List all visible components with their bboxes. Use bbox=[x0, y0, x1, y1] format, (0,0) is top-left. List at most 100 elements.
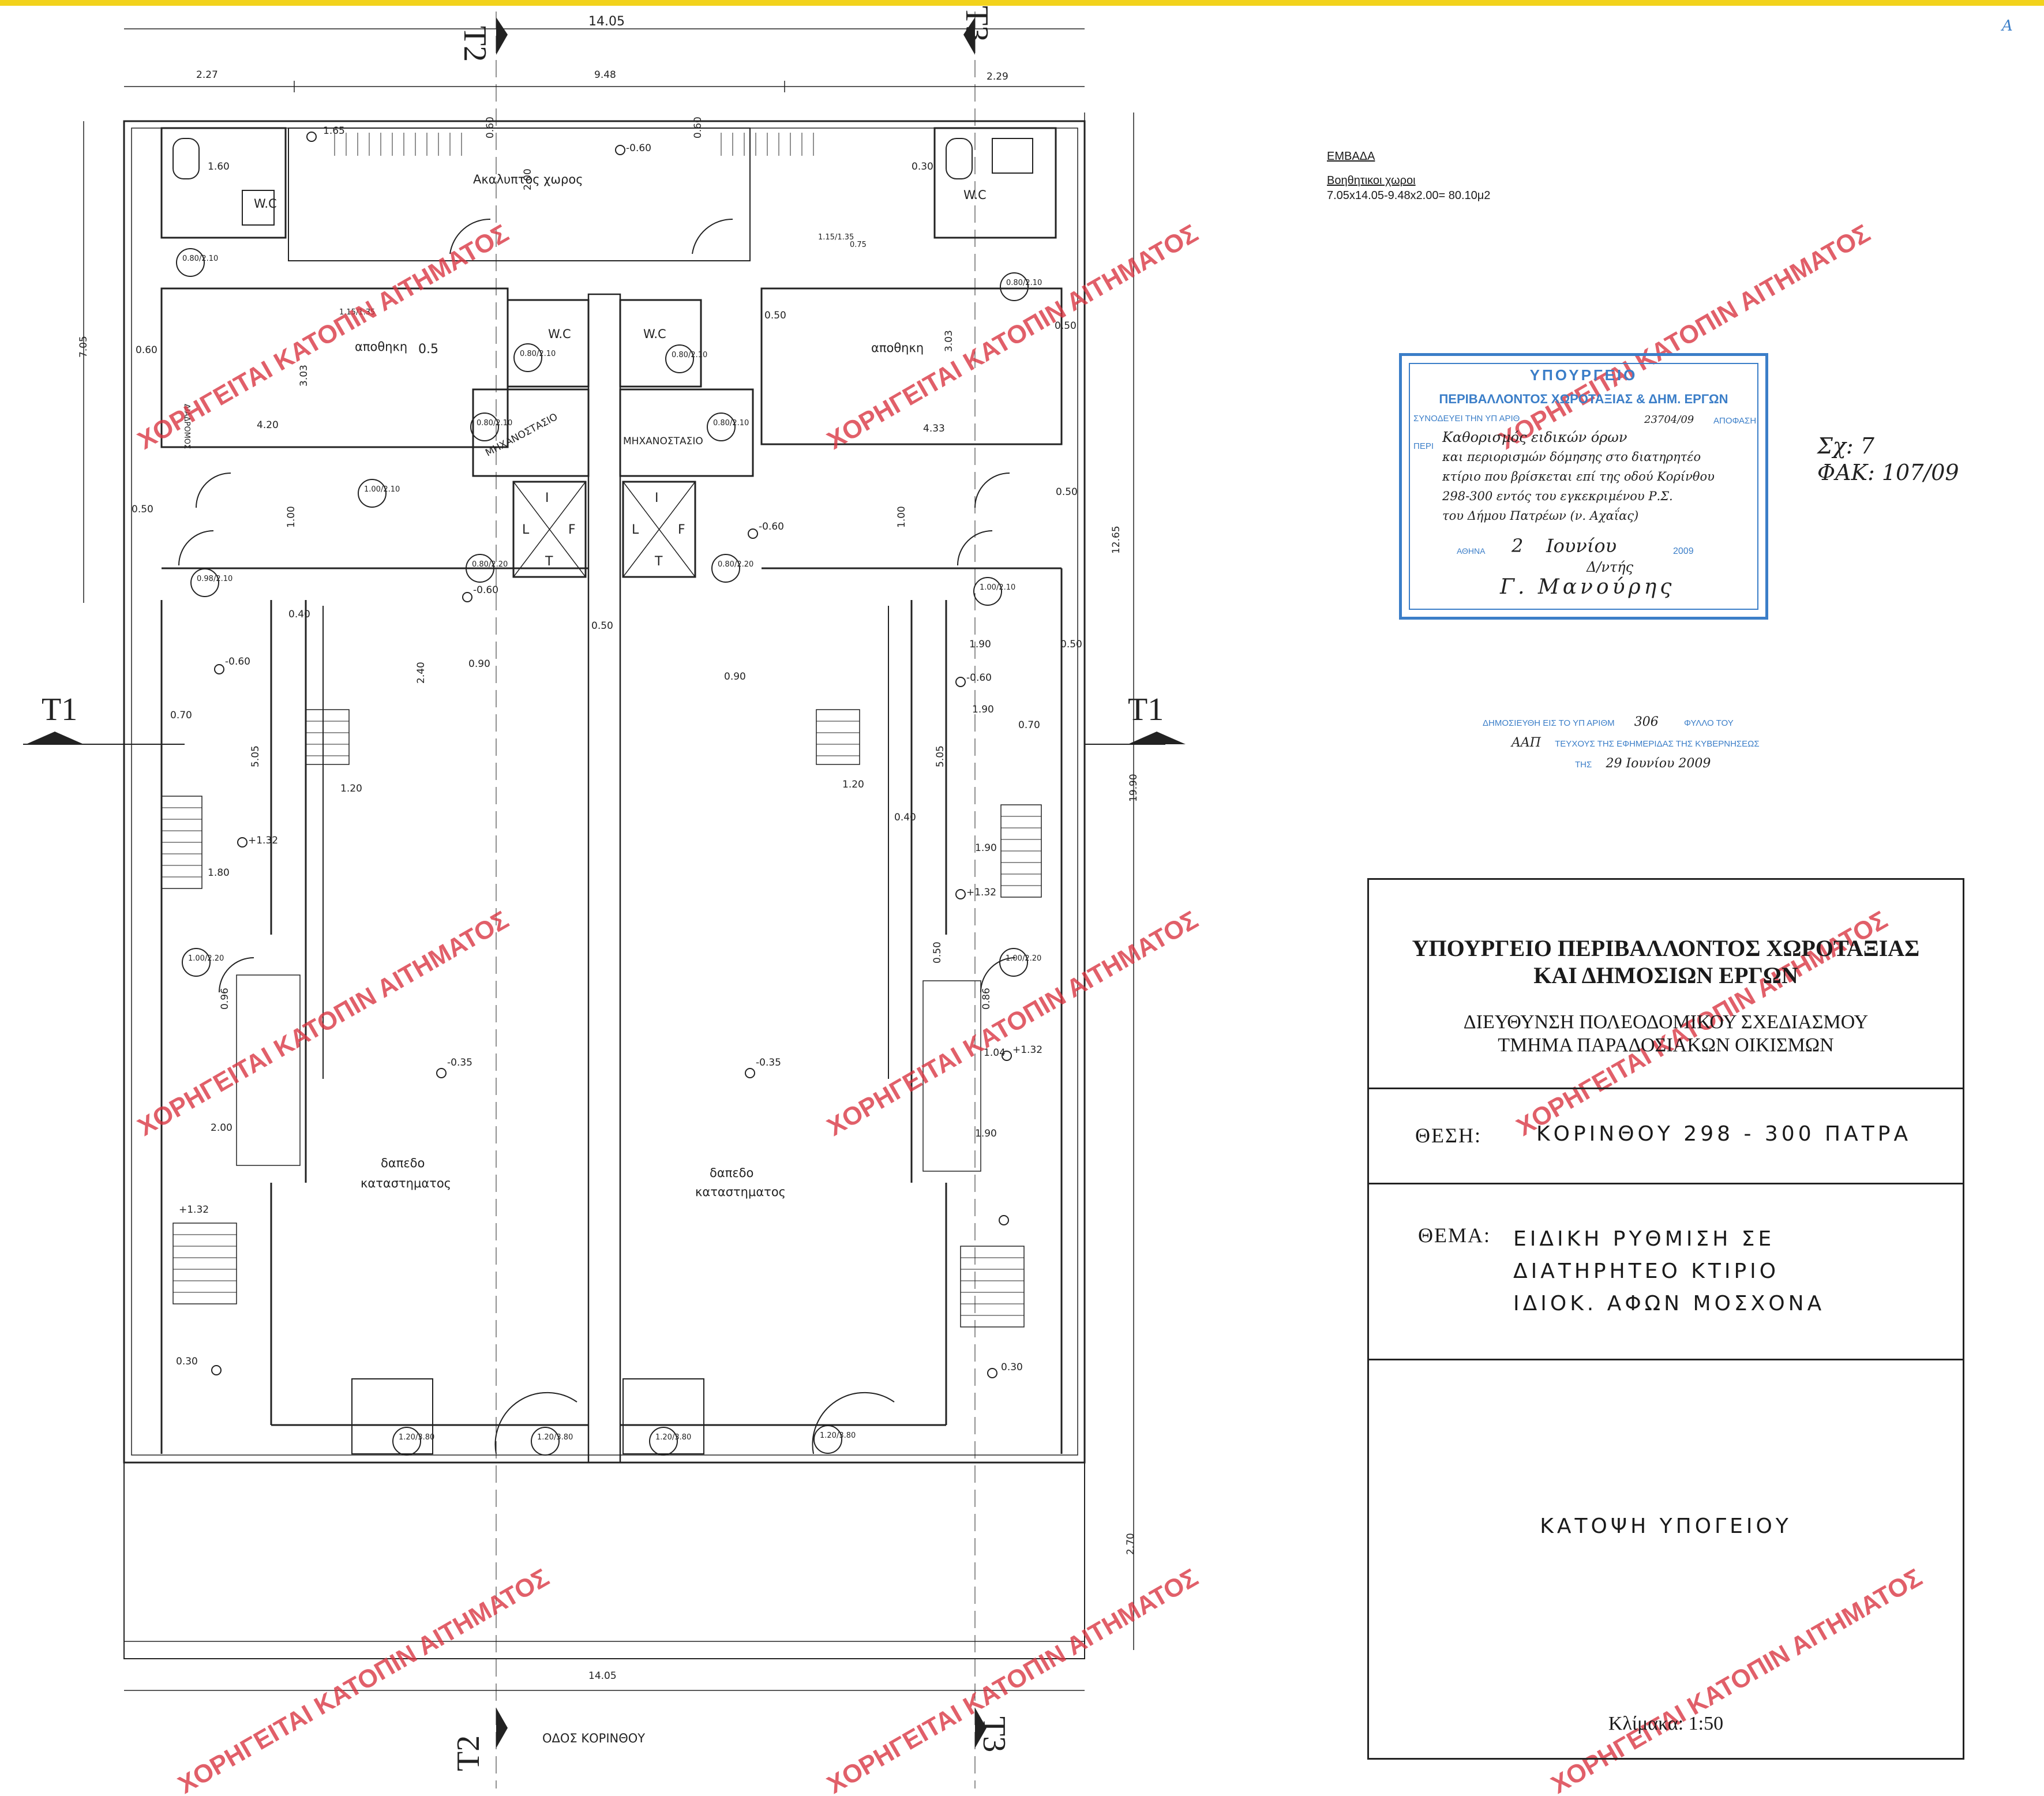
title-location-section: ΘΕΣΗ: ΚΟΡΙΝΘΟΥ 298 - 300 ΠΑΤΡΑ bbox=[1369, 1088, 1963, 1184]
inner-dim: 1.65 bbox=[323, 125, 345, 137]
stamp-dept: ΠΕΡΙΒΑΛΛΟΝΤΟΣ ΧΩΡΟΤΑΞΙΑΣ & ΔΗΜ. ΕΡΓΩΝ bbox=[1439, 392, 1728, 406]
inner-dim: 0.60 bbox=[136, 344, 157, 356]
inner-dim: 1.90 bbox=[975, 1128, 997, 1139]
inner-dim: 2.40 bbox=[415, 662, 427, 684]
inner-dim: 1.90 bbox=[972, 704, 994, 715]
level-mark: +1.32 bbox=[179, 1204, 209, 1216]
room-wc-mid-left: W.C bbox=[548, 327, 571, 341]
inner-dim: 1.00 bbox=[896, 506, 907, 528]
level-mark: -0.60 bbox=[225, 656, 250, 668]
stamp-hw-line: 298-300 εντός του εγκεκριμένου Ρ.Σ. bbox=[1442, 489, 1673, 503]
inner-dim: 5.05 bbox=[250, 745, 261, 767]
watermark-text: ΧΟΡΗΓΕΙΤΑΙ ΚΑΤΟΠΙΝ ΑΙΤΗΜΑΤΟΣ bbox=[823, 219, 1203, 455]
section-marker-t1-left bbox=[26, 732, 84, 744]
storage-right-room bbox=[760, 287, 1063, 445]
inner-dim: 0.60 bbox=[692, 117, 704, 138]
pub-label-4: ΤΗΣ bbox=[1575, 760, 1592, 770]
inner-dim: 0.96 bbox=[219, 988, 231, 1010]
inner-dim: 0.50 bbox=[764, 310, 786, 321]
level-mark: +1.32 bbox=[248, 835, 278, 846]
window-tag: 1.15/1.35 bbox=[818, 233, 854, 242]
section-label-t1-left: T1 bbox=[42, 692, 77, 728]
title-block: ΥΠΟΥΡΓΕΙΟ ΠΕΡΙΒΑΛΛΟΝΤΟΣ ΧΩΡΟΤΑΞΙΑΣ ΚΑΙ Δ… bbox=[1367, 878, 1964, 1760]
door-tag: 1.20/3.80 bbox=[820, 1431, 856, 1440]
room-machine-right: ΜΗΧΑΝΟΣΤΑΣΙΟ bbox=[623, 436, 703, 447]
street-name: ΟΔΟΣ ΚΟΡΙΝΘΟΥ bbox=[542, 1731, 645, 1745]
pub-label-1: ΔΗΜΟΣΙΕΥΘΗ ΕΙΣ ΤΟ ΥΠ ΑΡΙΘΜ bbox=[1483, 718, 1615, 728]
door-tag: 1.00/2.20 bbox=[188, 954, 224, 963]
lift-letter-f-right: F bbox=[678, 523, 685, 537]
door-tag: 0.80/2.20 bbox=[472, 560, 508, 569]
lift-letter-f-left: F bbox=[568, 523, 576, 537]
inner-dim: 5.05 bbox=[935, 745, 946, 767]
wc-left-room bbox=[160, 127, 287, 239]
section-label-t1-right: T1 bbox=[1128, 692, 1164, 728]
room-shop-left-line1: δαπεδο bbox=[381, 1156, 425, 1170]
inner-dim: 0.50 bbox=[591, 620, 613, 632]
inner-dim: 0.70 bbox=[170, 710, 192, 721]
dim-top-mid: 9.48 bbox=[594, 69, 616, 81]
inner-dim: 2.00 bbox=[211, 1122, 232, 1134]
inner-dim: 1.20 bbox=[842, 779, 864, 790]
inner-dim: 3.03 bbox=[298, 365, 310, 387]
stamp-accompanies: ΣΥΝΟΔΕΥΕΙ ΤΗΝ ΥΠ ΑΡΙΘ bbox=[1413, 414, 1520, 423]
inner-dim: 4.20 bbox=[257, 419, 279, 431]
lift-letter-t-left: T bbox=[545, 554, 553, 569]
stamp-hw-line: Καθορισμός ειδικών όρων bbox=[1442, 429, 1627, 445]
pub-label-3: ΤΕΥΧΟΥΣ ΤΗΣ ΕΦΗΜΕΡΙΔΑΣ ΤΗΣ ΚΥΒΕΡΝΗΣΕΩΣ bbox=[1555, 739, 1760, 749]
door-tag: 0.80/2.10 bbox=[672, 351, 707, 359]
room-corridor: ΔΙΑΔΡΟΜΟΣ bbox=[182, 404, 191, 449]
section-marker-t1-right bbox=[1128, 732, 1186, 744]
wc-mid-right-room bbox=[619, 299, 702, 388]
lift-letter-l-left: L bbox=[522, 523, 530, 537]
watermark-text: ΧΟΡΗΓΕΙΤΑΙ ΚΑΤΟΠΙΝ ΑΙΤΗΜΑΤΟΣ bbox=[174, 1563, 554, 1796]
watermark-text: ΧΟΡΗΓΕΙΤΑΙ ΚΑΤΟΠΙΝ ΑΙΤΗΜΑΤΟΣ bbox=[823, 906, 1203, 1142]
door-tag: 1.00/2.10 bbox=[980, 583, 1015, 592]
machine-right-room bbox=[619, 388, 754, 477]
title-ministry-2: ΚΑΙ ΔΗΜΟΣΙΩΝ ΕΡΓΩΝ bbox=[1533, 962, 1798, 988]
inner-dim: 0.90 bbox=[724, 671, 746, 683]
title-subject-1: ΕΙΔΙΚΗ ΡΥΘΜΙΣΗ ΣΕ bbox=[1513, 1227, 1775, 1251]
level-mark: -0.35 bbox=[447, 1057, 472, 1068]
inner-dim: 0.5 bbox=[418, 342, 438, 357]
stamp-signature: Γ. Μανούρης bbox=[1500, 575, 1675, 599]
door-tag: 1.20/3.80 bbox=[537, 1433, 573, 1442]
top-color-strip bbox=[0, 0, 2044, 6]
lift-right bbox=[622, 481, 696, 578]
stamp-decision: ΑΠΟΦΑΣΗ bbox=[1713, 416, 1757, 426]
publication-stamp: ΔΗΜΟΣΙΕΥΘΗ ΕΙΣ ΤΟ ΥΠ ΑΡΙΘΜ 306 ΦΥΛΛΟ ΤΟΥ… bbox=[1483, 713, 1852, 775]
inner-dim: 0.75 bbox=[850, 241, 867, 249]
level-mark: -0.35 bbox=[756, 1057, 781, 1068]
area-block: ΕΜΒΑΔΑ Βοηθητικοι χωροι 7.05x14.05-9.48x… bbox=[1327, 149, 1627, 203]
stamp-hw-line: κτίριο που βρίσκεται επί της οδού Κορίνθ… bbox=[1442, 470, 1715, 483]
window-tag: 1.15/1.35 bbox=[339, 308, 375, 317]
door-tag: 0.80/2.10 bbox=[713, 419, 749, 428]
level-mark: +1.32 bbox=[1012, 1044, 1042, 1056]
section-label-t2-bottom: T2 bbox=[451, 1735, 486, 1771]
stamp-city: ΑΘΗΝΑ bbox=[1457, 546, 1486, 556]
wc-mid-left-room bbox=[507, 299, 590, 388]
section-marker-t2-bottom bbox=[496, 1708, 508, 1748]
machine-left-room bbox=[472, 388, 590, 477]
dim-left-total: 7.05 bbox=[78, 336, 89, 358]
open-space-area bbox=[288, 128, 751, 261]
lift-letter-i-left: I bbox=[545, 491, 549, 505]
inner-dim: 3.03 bbox=[943, 330, 955, 352]
title-direction-1: ΔΙΕΥΘΥΝΣΗ ΠΟΛΕΟΔΟΜΙΚΟΥ ΣΧΕΔΙΑΣΜΟΥ bbox=[1463, 1011, 1869, 1033]
door-tag: 0.80/2.10 bbox=[182, 254, 218, 263]
inner-dim: 0.90 bbox=[468, 658, 490, 670]
room-wc-mid-right: W.C bbox=[643, 327, 666, 341]
inner-dim: 0.70 bbox=[1018, 719, 1040, 731]
room-storage-left: αποθηκη bbox=[355, 340, 407, 354]
inner-dim: 0.40 bbox=[894, 812, 916, 823]
note-line-1: Σχ: 7 bbox=[1817, 433, 1874, 459]
level-marks bbox=[211, 132, 1012, 1378]
ministry-stamp: ΥΠΟΥΡΓΕΙΟ ΠΕΡΙΒΑΛΛΟΝΤΟΣ ΧΩΡΟΤΑΞΙΑΣ & ΔΗΜ… bbox=[1399, 353, 1768, 620]
wc-right-room bbox=[933, 127, 1057, 239]
title-drawing-name: ΚΑΤΟΨΗ ΥΠΟΓΕΙΟΥ bbox=[1540, 1514, 1792, 1538]
stamp-hw-line: και περιορισμών δόμησης στο διατηρητέο bbox=[1442, 450, 1701, 464]
lift-letter-l-right: L bbox=[632, 523, 639, 537]
inner-dim: 0.30 bbox=[912, 161, 933, 173]
inner-dim: 1.80 bbox=[208, 867, 230, 879]
